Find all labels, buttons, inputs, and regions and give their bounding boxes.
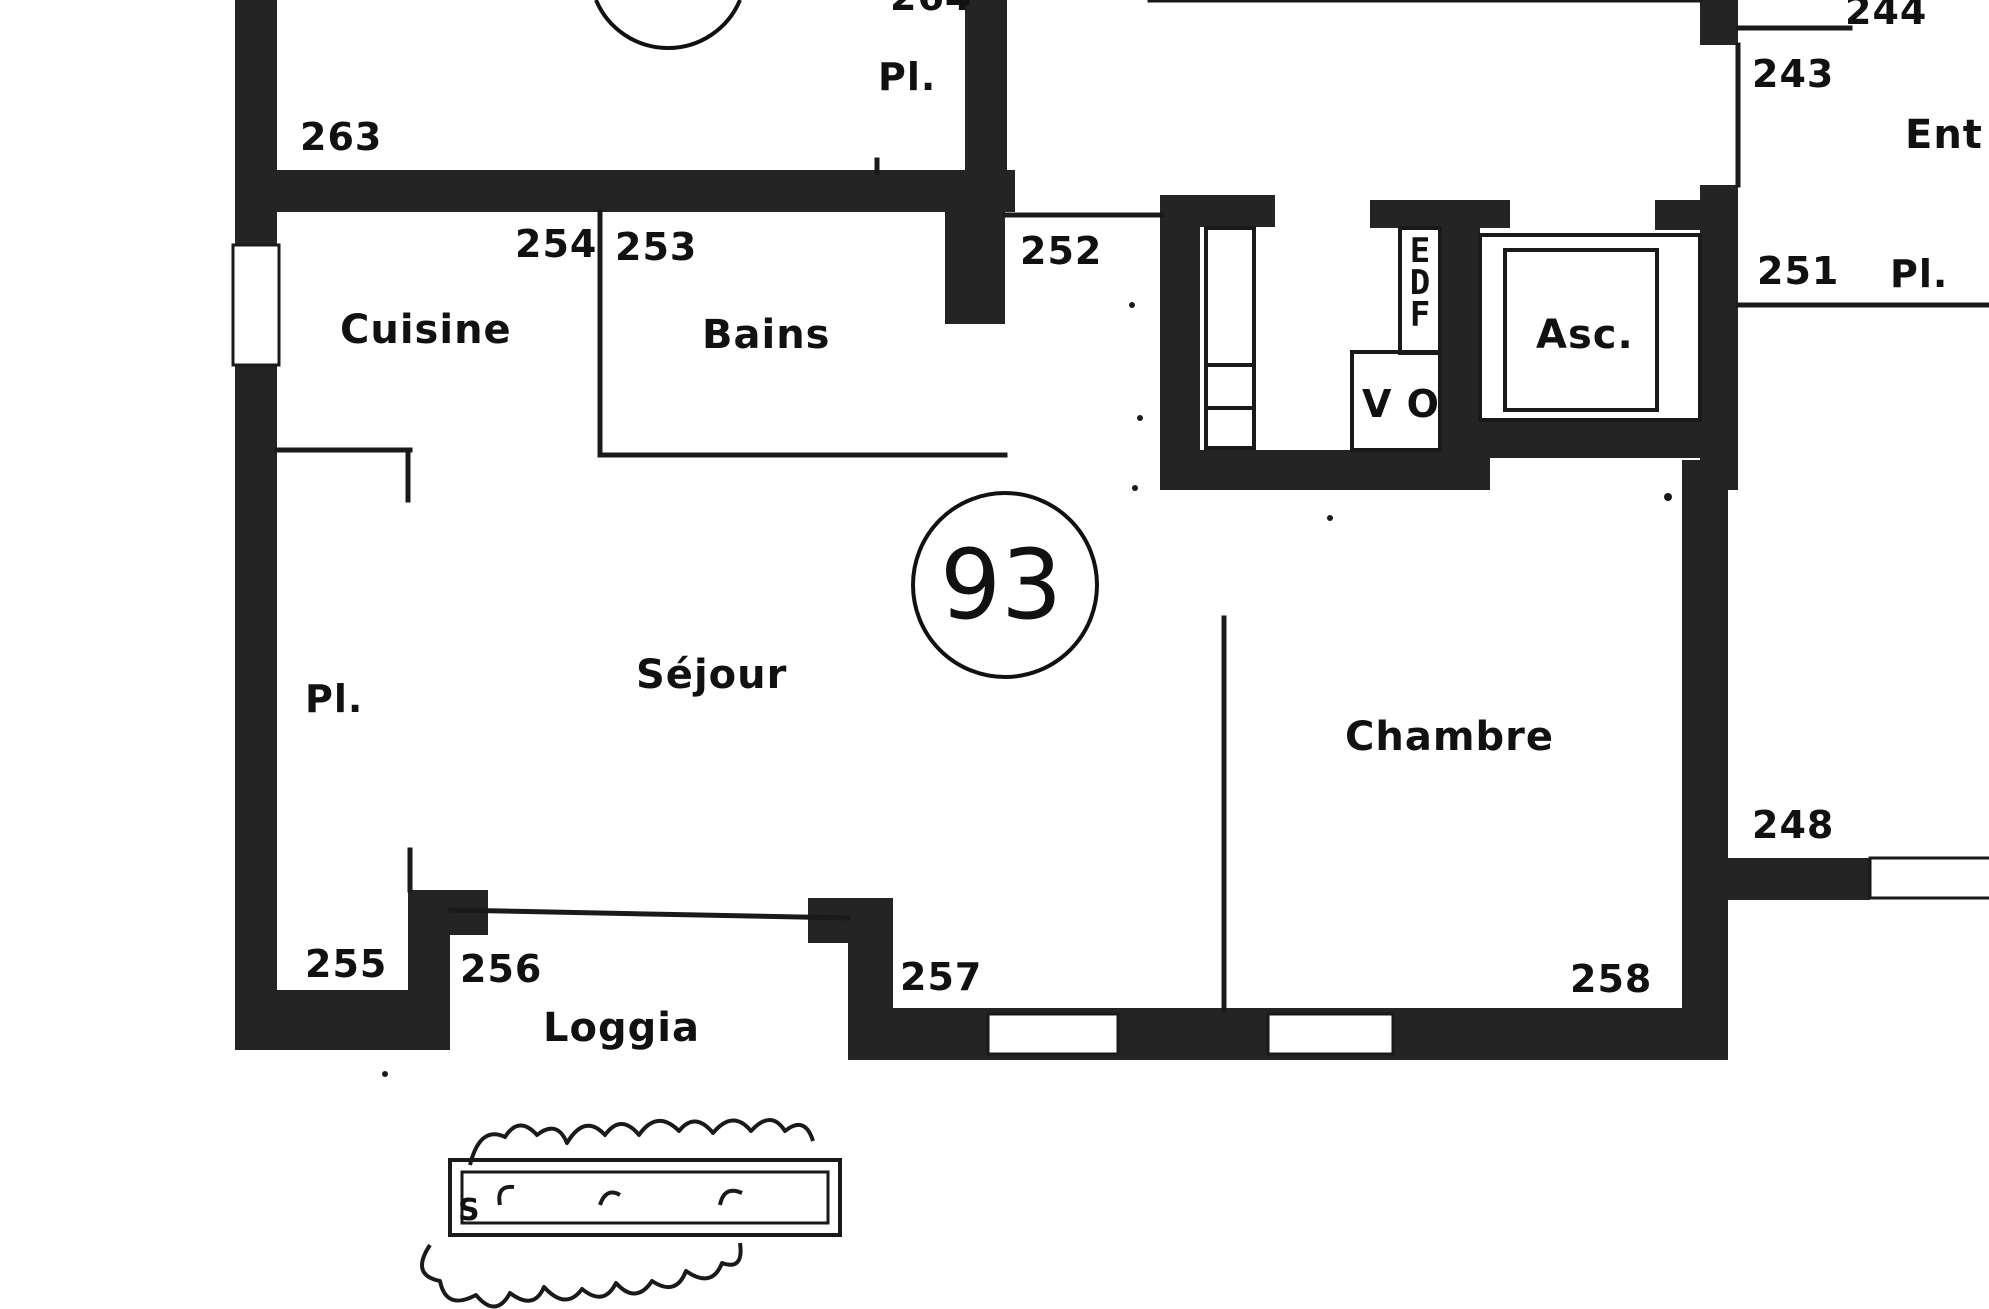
placard-label-sejour: Pl. — [305, 677, 364, 721]
room-label-entry-partial: Ent — [1905, 112, 1983, 158]
planter-shrubs — [420, 1118, 815, 1309]
wall-right-stub-248 — [1728, 858, 1870, 900]
core-details — [1204, 226, 1702, 452]
point-252: 252 — [1020, 229, 1103, 273]
room-label-edf: EDF — [1409, 231, 1431, 335]
speckle-3 — [1132, 485, 1138, 491]
speckle-6 — [382, 1071, 388, 1077]
shrub-row-middle — [497, 1184, 743, 1206]
speckle-5 — [1664, 493, 1672, 501]
point-255: 255 — [305, 942, 388, 986]
window-bottom-right[interactable] — [1266, 1012, 1395, 1056]
room-label-cuisine: Cuisine — [340, 307, 512, 353]
window-bottom-left[interactable] — [986, 1012, 1120, 1056]
window-right-248[interactable] — [1868, 856, 1989, 900]
lot-circle-partial-top — [594, 0, 742, 50]
point-253: 253 — [615, 225, 698, 269]
partitions — [274, 0, 1989, 1013]
point-258: 258 — [1570, 957, 1653, 1001]
windows — [231, 243, 1989, 1056]
planter-s-mark: S — [458, 1193, 480, 1228]
point-243: 243 — [1752, 52, 1835, 96]
point-251: 251 — [1757, 249, 1840, 293]
wall-service-right-top — [1700, 0, 1738, 45]
wall-core-edf-side — [1440, 200, 1480, 460]
point-256: 256 — [460, 947, 543, 991]
wall-core-left — [1160, 195, 1200, 490]
point-257: 257 — [900, 955, 983, 999]
point-248: 248 — [1752, 803, 1835, 847]
point-263: 263 — [300, 115, 383, 159]
wall-core-bottom — [1160, 450, 1490, 490]
wall-top-room-right — [965, 0, 1007, 212]
wall-pier-252 — [945, 212, 1005, 324]
planter-box-outer — [448, 1158, 842, 1237]
placard-label-right: Pl. — [1890, 252, 1949, 296]
wall-chambre-right — [1682, 460, 1728, 1060]
loggia-planter: S — [420, 1118, 842, 1309]
lot-number-93: 93 — [940, 529, 1063, 641]
wall-core-right-bottom — [1470, 420, 1738, 458]
room-label-loggia: Loggia — [543, 1005, 700, 1051]
window-kitchen[interactable] — [231, 243, 281, 367]
wall-core-left-top — [1160, 195, 1275, 227]
point-244: 244 — [1845, 0, 1928, 33]
room-label-bains: Bains — [702, 312, 831, 358]
wall-core-asc-top — [1655, 200, 1703, 230]
elevator-shaft-outer — [1478, 233, 1702, 422]
wall-top-room-bottom — [235, 170, 1015, 212]
wall-left-mid — [235, 365, 277, 1050]
point-254: 254 — [515, 222, 598, 266]
speckles — [382, 302, 1672, 1077]
room-label-asc: Asc. — [1536, 312, 1634, 358]
room-label-chambre: Chambre — [1345, 714, 1554, 760]
lot-circle-93 — [911, 491, 1099, 679]
shrub-row-bottom — [420, 1242, 743, 1309]
lot-circles — [594, 0, 1099, 679]
speckle-4 — [1327, 515, 1333, 521]
vo-duct — [1350, 350, 1442, 452]
shrub-row-top — [468, 1118, 815, 1166]
stair-box — [1204, 226, 1256, 450]
partition-loggia-inner — [447, 907, 851, 921]
planter-box-inner — [460, 1170, 830, 1225]
speckle-1 — [1129, 302, 1135, 308]
placard-label-top: Pl. — [878, 55, 937, 99]
elevator-shaft-inner — [1503, 248, 1659, 412]
room-label-vo: V O — [1362, 382, 1440, 426]
point-264: 264 — [890, 0, 972, 16]
speckle-2 — [1137, 415, 1143, 421]
room-label-sejour: Séjour — [636, 652, 788, 698]
